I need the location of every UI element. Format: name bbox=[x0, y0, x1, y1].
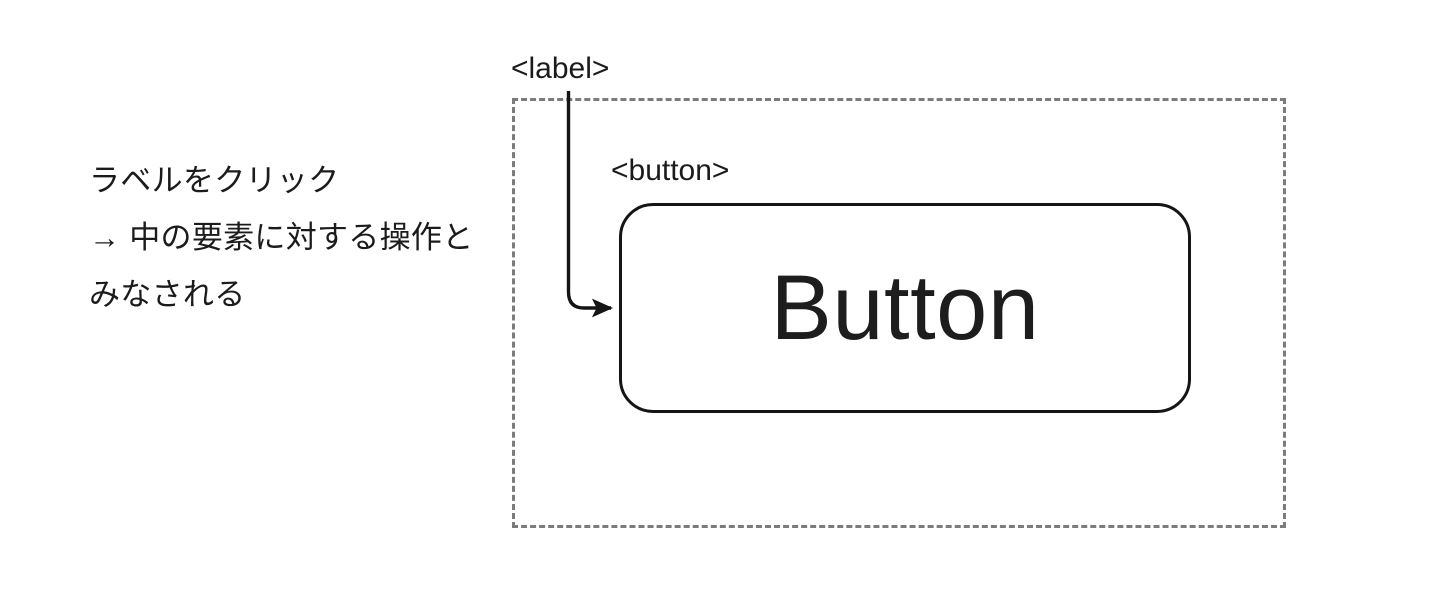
button-element[interactable]: Button bbox=[619, 203, 1191, 413]
annotation-note-line-2: → 中の要素に対する操作と bbox=[89, 220, 474, 255]
label-tag-caption: <label> bbox=[511, 52, 610, 85]
annotation-note-line-3: みなされる bbox=[89, 277, 246, 312]
annotation-note-line-1: ラベルをクリック bbox=[89, 163, 340, 198]
button-element-label: Button bbox=[770, 257, 1040, 359]
annotation-note: ラベルをクリック → 中の要素に対する操作と みなされる bbox=[89, 152, 509, 323]
button-tag-caption: <button> bbox=[611, 154, 730, 187]
label-container-box[interactable] bbox=[512, 98, 1286, 528]
